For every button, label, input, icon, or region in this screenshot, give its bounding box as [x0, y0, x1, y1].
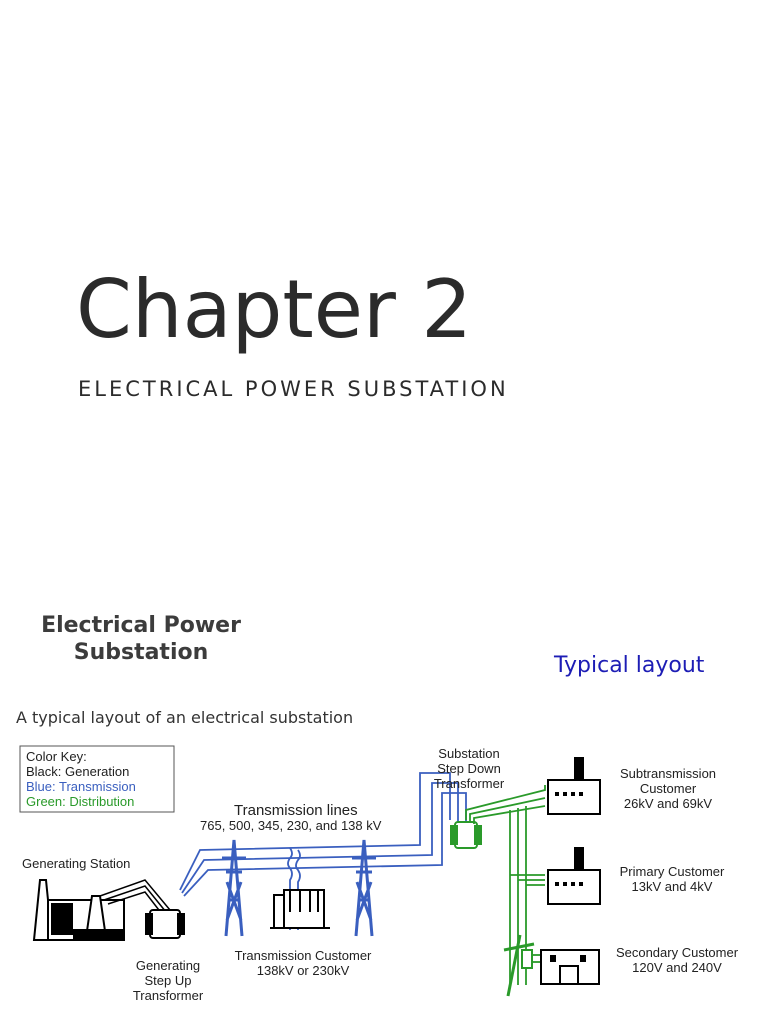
- chapter-title: Chapter 2: [76, 263, 473, 356]
- color-key-green: Green: Distribution: [26, 794, 134, 809]
- section-title-line-2: Substation: [73, 640, 209, 665]
- step-up-label-1: Generating: [136, 958, 200, 973]
- distribution-lines: [465, 785, 546, 985]
- chapter-subtitle: ELECTRICAL POWER SUBSTATION: [78, 377, 509, 401]
- generating-station-icon: [32, 879, 125, 941]
- section-title: Electrical Power Substation: [0, 612, 282, 666]
- transmission-customer-label-1: Transmission Customer: [235, 948, 372, 963]
- generation-lines: [99, 879, 171, 915]
- substation-label-2: Step Down: [437, 761, 501, 776]
- color-key-heading: Color Key:: [26, 749, 87, 764]
- step-up-label-3: Transformer: [133, 988, 204, 1003]
- secondary-customer-label-1: Secondary Customer: [616, 945, 739, 960]
- color-key-black: Black: Generation: [26, 764, 129, 779]
- transmission-tower-2: [352, 839, 376, 937]
- step-down-transformer-icon: [450, 821, 482, 849]
- transmission-lines-label: Transmission lines: [234, 802, 358, 819]
- section-title-line-1: Electrical Power: [41, 613, 241, 638]
- transmission-lines: [179, 772, 467, 930]
- substation-label-1: Substation: [438, 746, 499, 761]
- substation-label-3: Transformer: [434, 776, 505, 791]
- subtransmission-label-3: 26kV and 69kV: [624, 796, 713, 811]
- secondary-customer-icon: [540, 949, 600, 985]
- subtransmission-label-2: Customer: [640, 781, 697, 796]
- color-key: Color Key: Black: Generation Blue: Trans…: [19, 745, 175, 813]
- transmission-voltages-label: 765, 500, 345, 230, and 138 kV: [200, 818, 382, 833]
- transmission-customer-icon: [270, 889, 330, 929]
- transmission-tower-1: [222, 839, 246, 937]
- subtransmission-label-1: Subtransmission: [620, 766, 716, 781]
- step-up-transformer-icon: [145, 909, 185, 939]
- transmission-customer-label-2: 138kV or 230kV: [257, 963, 350, 978]
- step-up-label-2: Step Up: [145, 973, 192, 988]
- subtransmission-customer-icon: [547, 757, 601, 815]
- color-key-blue: Blue: Transmission: [26, 779, 136, 794]
- diagram-caption: A typical layout of an electrical substa…: [16, 708, 354, 727]
- primary-customer-label-1: Primary Customer: [620, 864, 725, 879]
- utility-pole-icon: [503, 934, 535, 997]
- primary-customer-icon: [547, 847, 601, 905]
- generating-station-label: Generating Station: [22, 856, 130, 871]
- secondary-customer-label-2: 120V and 240V: [632, 960, 722, 975]
- typical-layout-label: Typical layout: [554, 653, 705, 678]
- primary-customer-label-2: 13kV and 4kV: [632, 879, 713, 894]
